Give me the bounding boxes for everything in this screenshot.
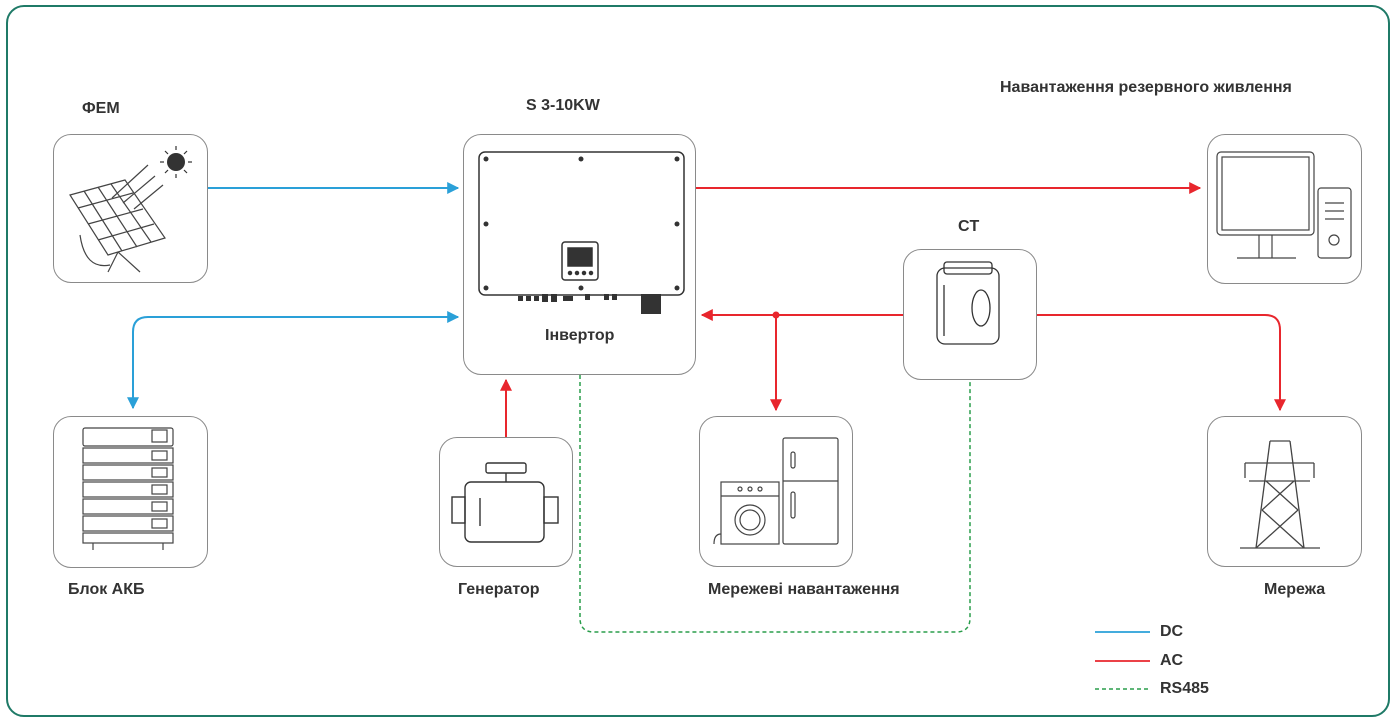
battery-label: Блок АКБ (68, 581, 145, 598)
power-tower-icon (1240, 440, 1320, 549)
legend-ac-label: AC (1160, 652, 1184, 669)
legend-dc-label: DC (1160, 623, 1184, 640)
inverter-label: Інвертор (545, 327, 615, 344)
washer-fridge-icon (713, 437, 839, 545)
inverter-ports (518, 294, 661, 314)
generator-icon (451, 462, 559, 543)
dc-line-inverter-battery (127, 311, 460, 410)
pv-label: ФЕМ (82, 100, 120, 117)
inverter-icon (478, 151, 685, 296)
solar-panel-icon (69, 164, 166, 273)
legend-rs485-label: RS485 (1160, 680, 1209, 697)
sun-icon (160, 146, 192, 178)
grid-loads-box (699, 416, 853, 567)
generator-box (439, 437, 573, 567)
ct-box (903, 249, 1037, 380)
inverter-model-label: S 3-10KW (526, 97, 600, 114)
ct-sensor-icon (936, 261, 1000, 345)
backup-load-label: Навантаження резервного живлення (1000, 79, 1292, 96)
grid-label: Мережа (1264, 581, 1326, 598)
battery-stack-icon (82, 427, 174, 550)
computer-icon (1216, 151, 1352, 259)
grid-loads-label: Мережеві навантаження (708, 581, 900, 598)
generator-label: Генератор (458, 581, 540, 598)
ct-label: CT (958, 218, 980, 235)
diagram-frame (6, 5, 1390, 717)
rs485-line (579, 375, 971, 633)
backup-load-box (1207, 134, 1362, 284)
ac-line-ct-to-grid (1037, 314, 1286, 412)
inverter-screws (483, 156, 680, 291)
